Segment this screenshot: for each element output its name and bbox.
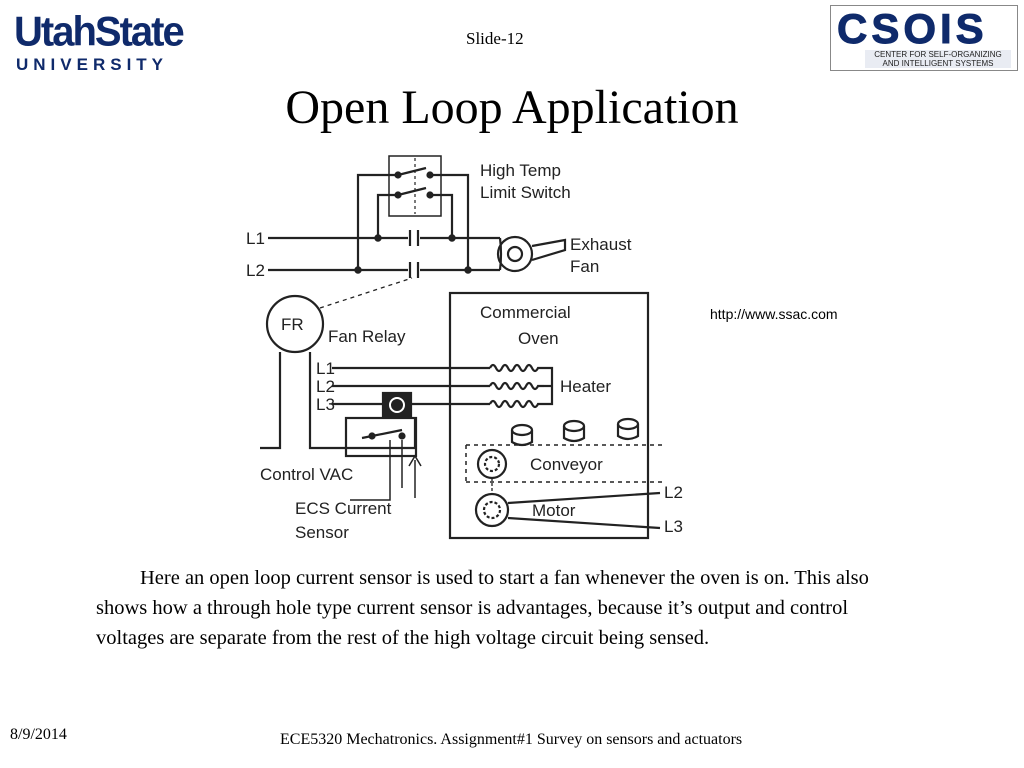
slide-number: Slide-12 <box>466 29 524 48</box>
caption-text: Here an open loop current sensor is used… <box>96 567 869 649</box>
label-limit-switch: Limit Switch <box>480 183 571 202</box>
label-heater: Heater <box>560 377 611 396</box>
label-fr: FR <box>281 315 304 334</box>
usu-logo-subtitle: UNIVERSITY <box>16 55 169 74</box>
footer-course: ECE5320 Mechatronics. Assignment#1 Surve… <box>280 731 743 748</box>
label-exhaust: Exhaust <box>570 235 632 254</box>
slide-date: 8/9/2014 <box>10 726 67 743</box>
label-l2-heater: L2 <box>316 377 335 396</box>
label-sensor: Sensor <box>295 523 349 542</box>
label-fan: Fan <box>570 257 599 276</box>
csois-logo-wordmark: CSOIS <box>837 5 988 52</box>
circuit-diagram: High Temp Limit Switch L1 L2 Exhaust Fan… <box>246 155 683 542</box>
csois-logo: CSOIS CENTER FOR SELF-ORGANIZING AND INT… <box>830 5 1018 71</box>
source-url: http://www.ssac.com <box>710 306 838 322</box>
label-oven: Oven <box>518 329 559 348</box>
label-high-temp: High Temp <box>480 161 561 180</box>
label-l3-motor: L3 <box>664 517 683 536</box>
label-control-vac: Control VAC <box>260 465 353 484</box>
csois-logo-subtitle: CENTER FOR SELF-ORGANIZING AND INTELLIGE… <box>865 50 1011 68</box>
slide-title: Open Loop Application <box>285 81 739 134</box>
limit-switch-box <box>388 155 442 217</box>
usu-logo-wordmark: UtahState <box>14 8 185 56</box>
label-l3-heater: L3 <box>316 395 335 414</box>
label-l2-top: L2 <box>246 261 265 280</box>
label-motor: Motor <box>532 501 576 520</box>
label-conveyor: Conveyor <box>530 455 603 474</box>
label-commercial: Commercial <box>480 303 571 322</box>
usu-logo: UtahState UNIVERSITY <box>14 8 200 74</box>
label-l1-heater: L1 <box>316 359 335 378</box>
label-fan-relay: Fan Relay <box>328 327 406 346</box>
caption-paragraph: Here an open loop current sensor is used… <box>96 563 896 653</box>
label-l2-motor: L2 <box>664 483 683 502</box>
label-ecs-current: ECS Current <box>295 499 392 518</box>
label-l1-top: L1 <box>246 229 265 248</box>
